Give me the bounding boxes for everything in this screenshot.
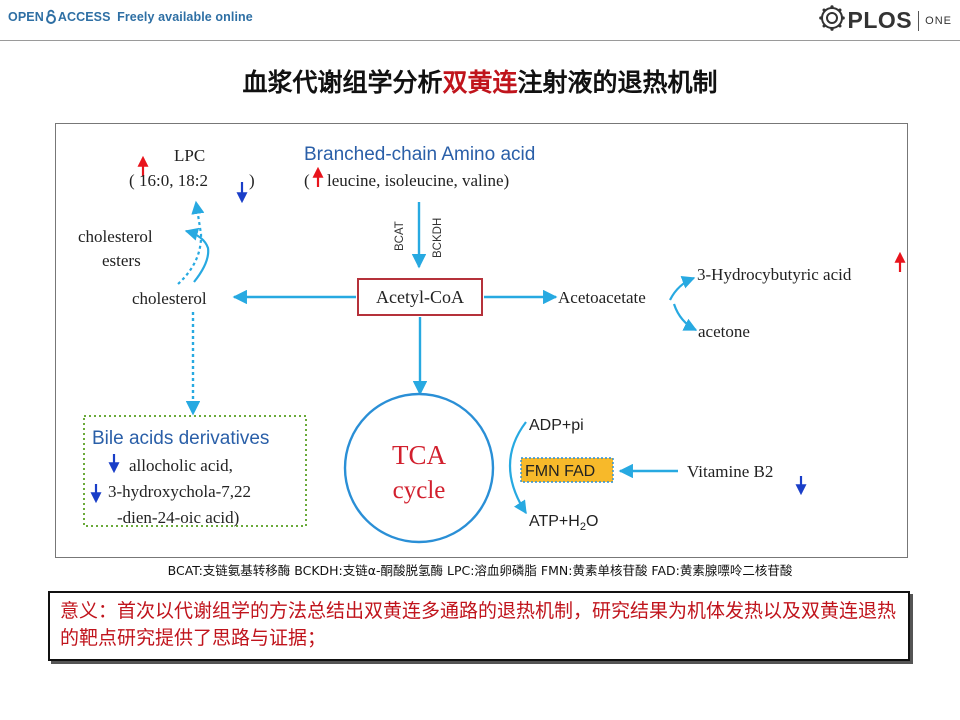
bile-acids-title: Bile acids derivatives [92,428,269,449]
bile-acid-2: 3-hydroxychola-7,22 [108,482,251,501]
bcat-label: BCAT [394,221,406,251]
open-label: OPEN [8,10,44,24]
open-access-banner: OPEN ACCESS Freely available online [8,9,253,27]
metabolic-pathway-diagram: LPC ( 16:0, 18:2 ) Branched-chain Amino … [55,123,908,558]
lpc-label: LPC [174,146,205,165]
bile-acid-3: -dien-24-oic acid) [117,508,239,527]
cholesterol-label: cholesterol [132,289,207,308]
tca-cycle-circle [343,392,495,544]
bcaa-paren: ( [304,171,310,190]
cholesterol-to-esters-arrow [184,227,210,283]
lpc-species: 16:0, 18:2 [139,171,208,190]
plos-logo-icon [818,5,845,36]
title-part-2: 注射液的退热机制 [517,68,718,97]
page-title: 血浆代谢组学分析双黄连注射液的退热机制 [0,63,960,99]
access-label: ACCESS [57,10,111,24]
pathway-svg: LPC ( 16:0, 18:2 ) Branched-chain Amino … [78,144,906,544]
fmn-fad-label: FMN FAD [525,463,595,480]
logo-divider [918,10,920,31]
plos-one-logo: PLOS ONE [818,5,952,36]
acetoacetate-label: Acetoacetate [558,288,646,307]
vitamine-b2-label: Vitamine B2 [687,462,773,481]
acetone-label: acetone [698,322,750,341]
title-highlight: 双黄连 [442,68,518,97]
acetyl-coa-label: Acetyl-CoA [376,287,464,307]
significance-text: 意义：首次以代谢组学的方法总结出双黄连多通路的退热机制，研究结果为机体发热以及双… [60,600,897,649]
header-divider [0,40,960,41]
lpc-paren-close: ) [249,171,255,190]
acetoacetate-to-acetone-arrow [672,303,698,331]
atp-label: ATP+H2O [529,513,598,533]
bcaa-detail: leucine, isoleucine, valine) [327,171,509,190]
cholesterol-esters-label-1: cholesterol [78,227,153,246]
significance-box: 意义：首次以代谢组学的方法总结出双黄连多通路的退热机制，研究结果为机体发热以及双… [48,591,910,661]
bcaa-title: Branched-chain Amino acid [304,144,535,165]
abbreviation-legend: BCAT:支链氨基转移酶 BCKDH:支链α-酮酸脱氢酶 LPC:溶血卵磷脂 F… [167,563,793,578]
title-part-1: 血浆代谢组学分析 [242,68,443,97]
bckdh-label: BCKDH [432,218,444,258]
acetoacetate-to-hydroxybutyric-arrow [669,275,696,301]
cholesterol-esters-label-2: esters [102,251,141,270]
lpc-paren-open: ( [129,171,135,190]
fmn-fad-box [520,457,614,483]
bile-acid-1: allocholic acid, [129,456,233,475]
cycle-label: cycle [393,477,446,504]
plos-wordmark: PLOS [847,7,913,33]
acetyl-coa-box [357,278,483,316]
freely-available-label: Freely available online [117,10,253,24]
one-wordmark: ONE [925,14,952,27]
adp-to-atp-arrow [509,421,527,515]
adp-label: ADP+pi [529,417,584,434]
hydroxybutyric-label: 3-Hydrocybutyric acid [697,265,852,284]
tca-label: TCA [392,440,447,470]
cholesterol-to-lpc-arrow [177,200,205,285]
bile-acids-box [83,415,307,527]
open-lock-icon [45,9,56,27]
